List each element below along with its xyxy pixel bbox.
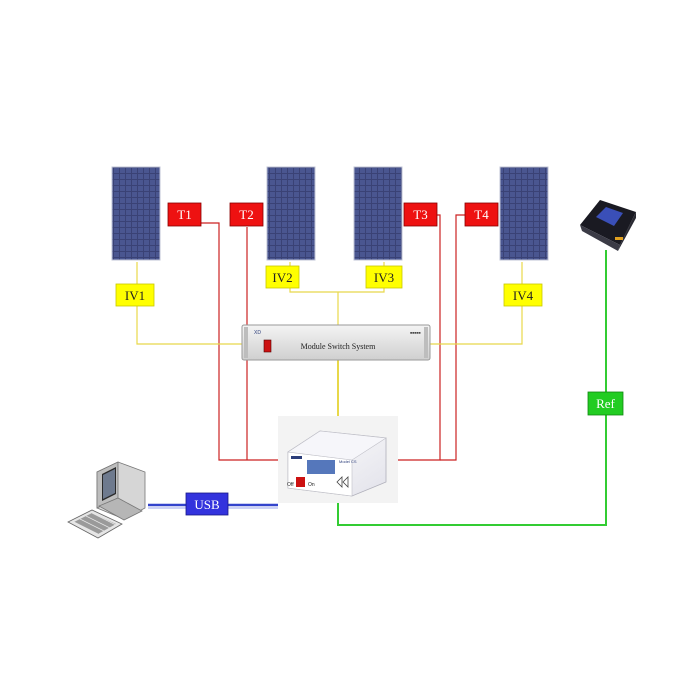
svg-text:IV3: IV3 [374,270,394,285]
solar-panel-icon [111,166,161,261]
label-iv4: IV4 [503,283,543,307]
label-usb: USB [185,492,229,516]
svg-text:On: On [308,482,315,488]
label-ref: Ref [587,391,624,416]
label-iv2: IV2 [265,265,300,289]
svg-text:T2: T2 [239,207,253,222]
label-t2: T2 [229,202,264,227]
svg-text:Off: Off [287,482,294,488]
svg-text:XD: XD [254,330,261,336]
label-t3: T3 [403,202,438,227]
solar-panel-icon [353,166,403,261]
svg-text:■■■■■: ■■■■■ [410,331,421,335]
controller-icon: Off On Model CS [278,416,398,503]
svg-text:T3: T3 [413,207,427,222]
svg-text:Ref: Ref [596,396,615,411]
svg-text:T1: T1 [177,207,191,222]
controller-model: Model CS [339,459,357,464]
label-t4: T4 [464,202,499,227]
svg-text:IV2: IV2 [272,270,292,285]
computer-icon [67,461,146,539]
svg-text:USB: USB [194,497,220,512]
label-t1: T1 [167,202,202,227]
reference-sensor-icon [580,200,636,251]
label-iv3: IV3 [365,265,403,289]
svg-text:T4: T4 [474,207,489,222]
solar-panel-icon [499,166,549,261]
label-iv1: IV1 [115,283,155,307]
svg-text:IV4: IV4 [513,288,534,303]
switch-box-icon: XD ■■■■■ Module Switch System [241,324,431,361]
reference-wire [337,250,607,526]
svg-text:IV1: IV1 [125,288,145,303]
switch-box-title: Module Switch System [301,342,376,351]
solar-panel-icon [266,166,316,261]
